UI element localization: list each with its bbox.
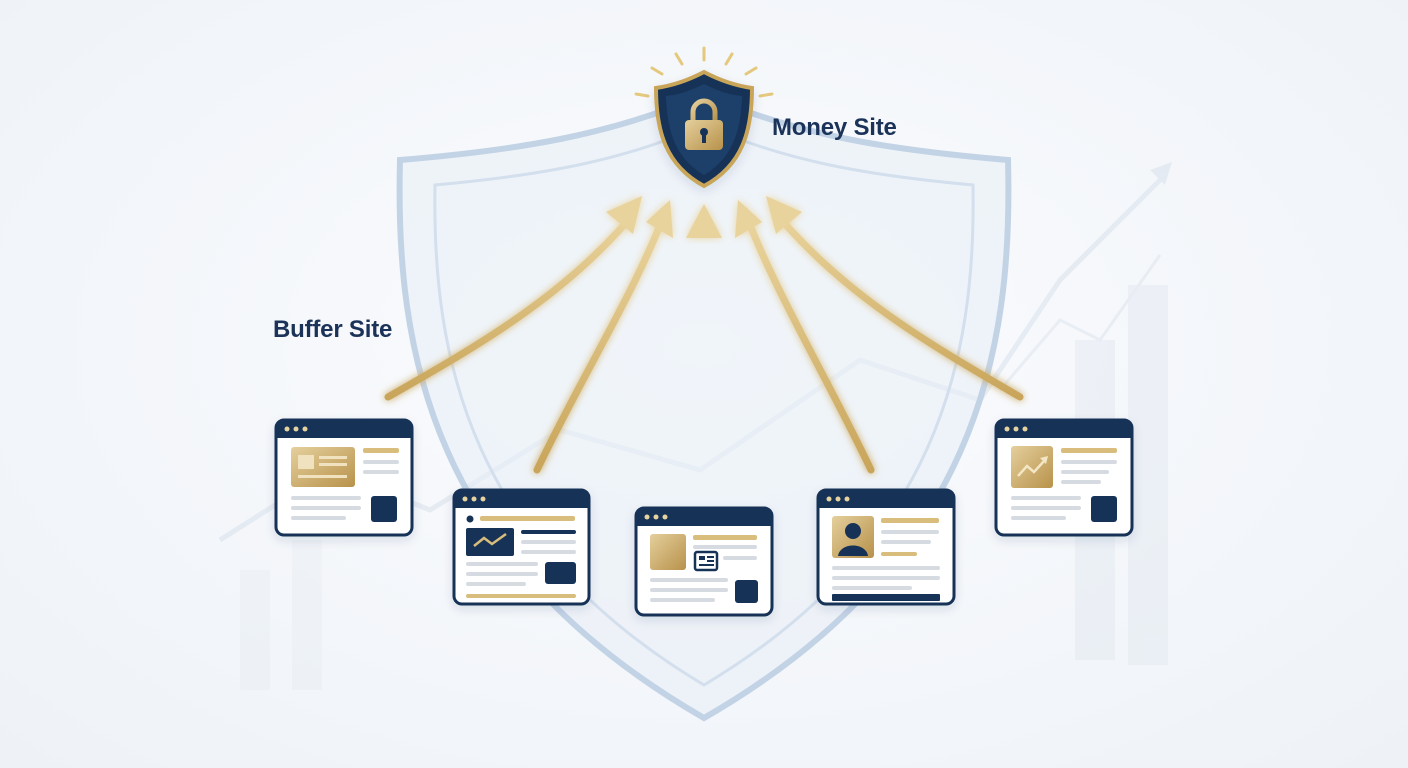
arrow-1-head	[606, 196, 642, 234]
arrow-1	[384, 214, 634, 401]
link-arrows	[384, 196, 1024, 494]
buffer-site-card-4	[816, 488, 956, 606]
arrow-5-head	[766, 196, 802, 234]
shield-lock-icon	[653, 69, 755, 189]
sparkle-rays	[634, 46, 774, 98]
arrow-4	[746, 221, 875, 474]
buffer-site-card-2	[452, 488, 591, 606]
arrow-3-head	[686, 204, 722, 238]
buffer-site-card-3	[634, 506, 774, 617]
trend-up-icon	[1011, 446, 1053, 488]
user-profile-icon	[832, 516, 874, 558]
id-card-icon	[291, 447, 355, 487]
buffer-site-card-1	[274, 418, 414, 537]
buffer-site-card-5	[994, 418, 1134, 537]
article-icon	[693, 550, 719, 572]
buffer-site-label: Buffer Site	[273, 316, 393, 343]
money-site-label: Money Site	[772, 114, 897, 141]
arrow-2	[533, 221, 664, 474]
arrow-4-head	[735, 200, 762, 238]
arrow-2-head	[646, 200, 673, 238]
arrow-5	[776, 214, 1024, 401]
money-site-node	[634, 46, 774, 189]
chart-icon	[466, 528, 514, 556]
